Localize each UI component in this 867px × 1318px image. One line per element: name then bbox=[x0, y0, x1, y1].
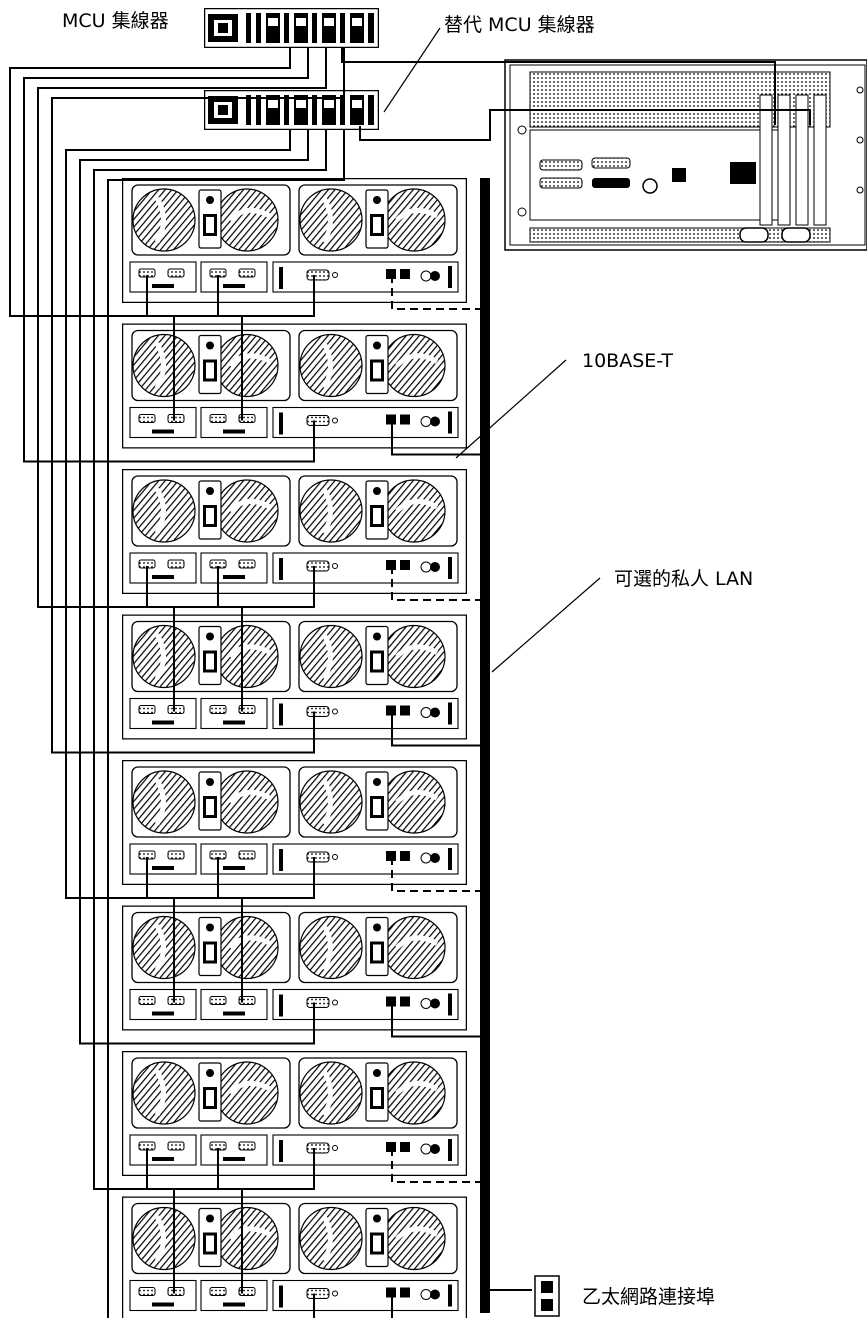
server-chassis-icon bbox=[123, 470, 467, 594]
cable-layer bbox=[9, 48, 811, 1318]
alt-mcu-hub-label: 替代 MCU 集線器 bbox=[444, 14, 595, 36]
console-cable bbox=[23, 48, 315, 463]
tenbase-leader-line bbox=[455, 359, 567, 459]
console-cable bbox=[37, 48, 327, 608]
tenbase-cable bbox=[391, 1293, 393, 1318]
console-cable bbox=[107, 130, 345, 1318]
lan-dashed-cable bbox=[391, 275, 480, 310]
server-chassis-icon bbox=[123, 761, 467, 885]
lan-dashed-cable bbox=[391, 566, 480, 601]
ethernet-jack-icon bbox=[534, 1275, 560, 1317]
tenbase-cable bbox=[391, 711, 480, 747]
host-cable bbox=[359, 109, 811, 141]
host-cable bbox=[341, 48, 776, 125]
private-lan-bar bbox=[480, 178, 490, 1313]
server-chassis-icon bbox=[123, 179, 467, 303]
ethernet-port-label: 乙太網路連接埠 bbox=[582, 1286, 716, 1308]
tenbase-t-label: 10BASE-T bbox=[582, 350, 673, 372]
mcu-hub-label: MCU 集線器 bbox=[62, 10, 169, 32]
tenbase-cable bbox=[391, 420, 480, 456]
lan-leader-line bbox=[491, 577, 601, 673]
private-lan-label: 可選的私人 LAN bbox=[614, 568, 754, 590]
alt-mcu-hub-icon bbox=[205, 91, 379, 130]
console-cable bbox=[65, 130, 315, 899]
tenbase-cable bbox=[391, 1002, 480, 1038]
console-cable bbox=[51, 48, 345, 754]
lan-dashed-cable bbox=[391, 1148, 480, 1183]
alt-hub-leader-line bbox=[383, 27, 441, 113]
server-chassis-icon bbox=[123, 1052, 467, 1176]
console-cable bbox=[79, 130, 315, 1045]
host-server-icon bbox=[504, 59, 867, 251]
console-cable bbox=[93, 130, 327, 1190]
console-cable bbox=[9, 48, 315, 317]
lan-dashed-cable bbox=[391, 857, 480, 892]
mcu-hub-icon bbox=[205, 9, 379, 48]
